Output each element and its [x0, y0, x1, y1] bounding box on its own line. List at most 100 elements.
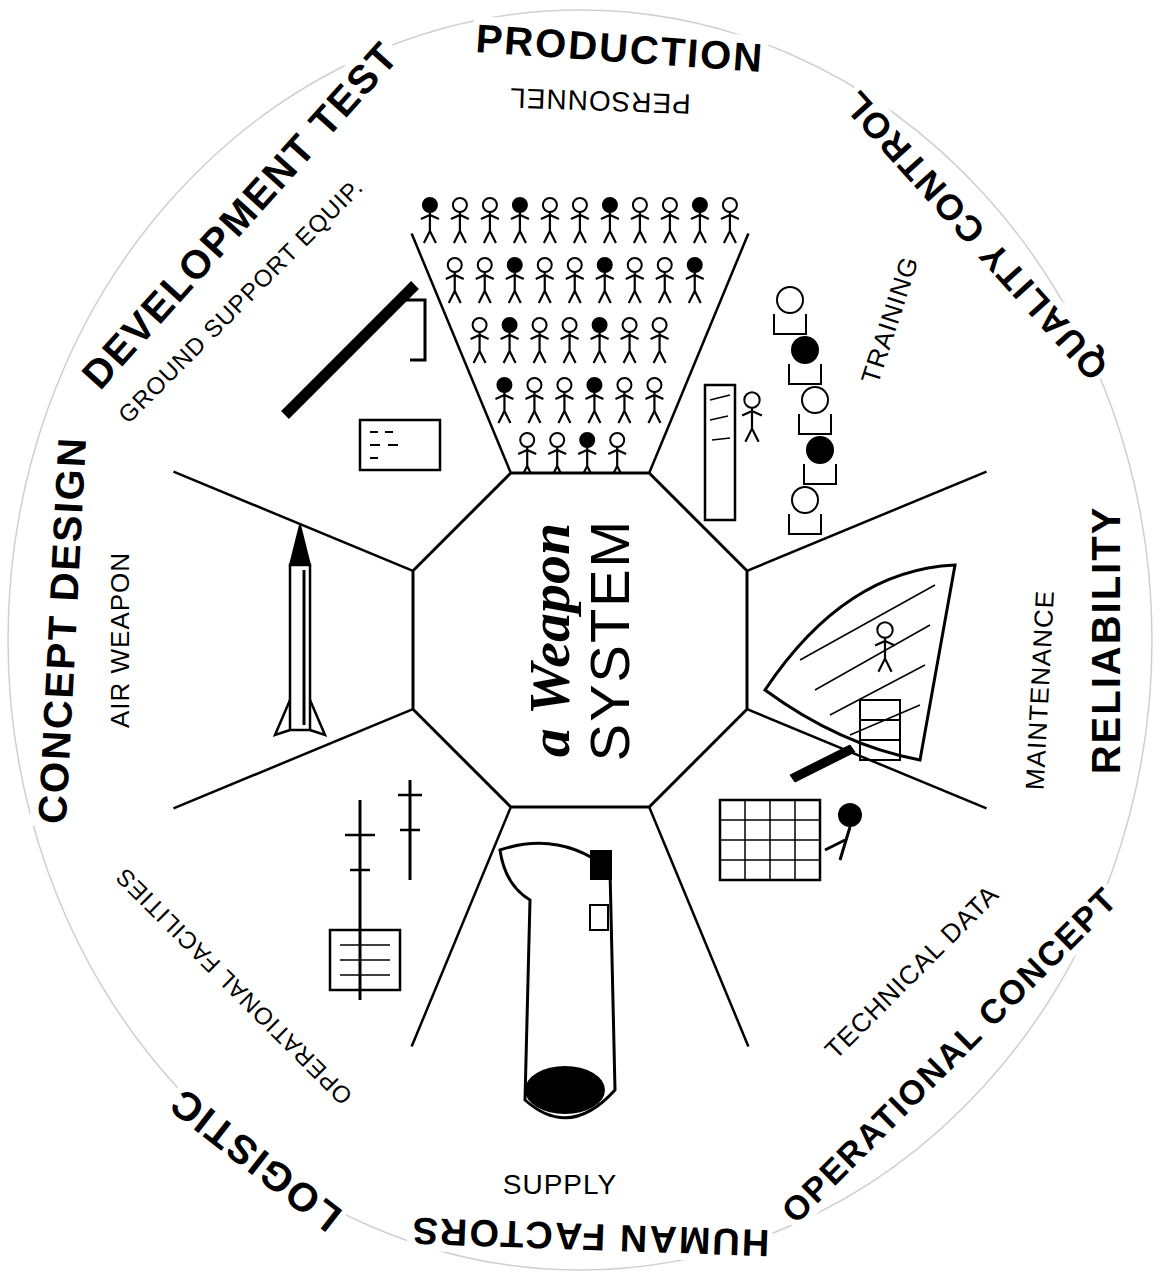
person-body	[495, 392, 513, 423]
person-head	[653, 318, 667, 332]
person-body	[626, 272, 644, 303]
person-body	[476, 272, 494, 303]
sector-label: AIR WEAPON	[106, 549, 135, 731]
person-head	[448, 258, 462, 272]
grid-line	[720, 819, 820, 821]
person-head	[538, 258, 552, 272]
person-body	[631, 212, 649, 243]
center-octagon: a WeaponSYSTEM	[410, 470, 750, 810]
missile-shade	[303, 570, 306, 725]
person-figure	[691, 198, 709, 243]
supply-box	[590, 850, 612, 880]
person-head	[423, 198, 437, 212]
supply-crane	[500, 843, 615, 1117]
octagon-shape	[413, 473, 747, 807]
person-head	[533, 318, 547, 332]
person-figure	[566, 258, 584, 303]
person-head	[453, 198, 467, 212]
person-figure	[518, 433, 536, 478]
person-figure	[571, 198, 589, 243]
supply-load	[525, 1066, 605, 1114]
person-figure	[561, 318, 579, 363]
ring-label: DEVELOPMENT TEST	[71, 31, 409, 399]
person-body	[596, 272, 614, 303]
person-body	[536, 272, 554, 303]
tower	[359, 800, 362, 1000]
blackboard	[705, 385, 735, 520]
person-head	[478, 258, 492, 272]
person-figure	[615, 378, 633, 423]
missile-body	[290, 565, 310, 730]
person-body	[566, 272, 584, 303]
student-head	[792, 337, 818, 363]
student-chair	[799, 414, 831, 434]
data-sheet	[720, 800, 820, 880]
person-figure	[631, 198, 649, 243]
grid-line	[720, 839, 820, 841]
person-figure	[601, 198, 619, 243]
hatching	[800, 585, 935, 735]
person-body	[525, 392, 543, 423]
person-head	[693, 198, 707, 212]
person-head	[688, 258, 702, 272]
person-head	[647, 378, 661, 392]
person-head	[543, 198, 557, 212]
sector-divider	[735, 472, 987, 576]
person-figure	[585, 378, 603, 423]
person-body	[561, 332, 579, 363]
person-head	[508, 258, 522, 272]
person-head	[573, 198, 587, 212]
person-head	[663, 198, 677, 212]
supply-box	[590, 905, 608, 930]
person-body	[571, 212, 589, 243]
octagon-text-group: a WeaponSYSTEM	[520, 519, 640, 761]
person-body	[531, 332, 549, 363]
sector-label: OPERATIONAL FACILITIES	[108, 860, 360, 1112]
person-head	[877, 622, 892, 637]
person-head	[497, 378, 511, 392]
person-body	[591, 332, 609, 363]
sector-divider	[644, 795, 748, 1047]
title-block: SYSTEM	[581, 519, 640, 761]
student-chair	[774, 314, 806, 334]
person-figure	[621, 318, 639, 363]
person-figure	[742, 392, 762, 442]
person-figure	[451, 198, 469, 243]
person-body	[501, 332, 519, 363]
person-figure	[536, 258, 554, 303]
person-head	[550, 433, 564, 447]
person-figure	[531, 318, 549, 363]
person-body	[721, 212, 739, 243]
student-chair	[804, 464, 836, 484]
person-body	[511, 212, 529, 243]
person-figure	[645, 378, 663, 423]
person-figure	[476, 258, 494, 303]
person-figure	[721, 198, 739, 243]
person-head	[723, 198, 737, 212]
person-figure	[446, 258, 464, 303]
student-chair	[789, 514, 821, 534]
boom-support	[405, 300, 425, 360]
person-body	[506, 272, 524, 303]
sector-label: TRAINING	[855, 250, 925, 390]
person-head	[580, 433, 594, 447]
board-writing	[710, 395, 730, 440]
person-figure	[626, 258, 644, 303]
person-head	[473, 318, 487, 332]
person-head	[568, 258, 582, 272]
tower-arms	[345, 835, 375, 870]
person-figure	[596, 258, 614, 303]
missile-fins	[275, 700, 325, 735]
person-head	[563, 318, 577, 332]
person-body	[555, 392, 573, 423]
person-head	[503, 318, 517, 332]
person-figure	[555, 378, 573, 423]
person-head	[658, 258, 672, 272]
person-figure	[608, 433, 626, 478]
person-head	[520, 433, 534, 447]
person-body	[651, 332, 669, 363]
work-stand	[860, 700, 900, 760]
person-head	[527, 378, 541, 392]
person-body	[691, 212, 709, 243]
